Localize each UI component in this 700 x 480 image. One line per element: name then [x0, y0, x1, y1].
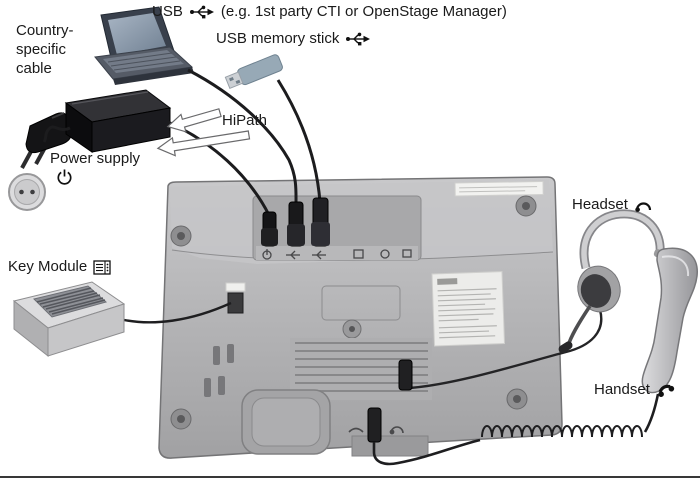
top-sticker	[454, 180, 544, 197]
usb-icon	[189, 4, 215, 20]
handset-cord	[367, 393, 660, 466]
usb-stick-illustration	[224, 54, 283, 90]
handset-label: Handset	[594, 381, 650, 398]
power-supply-label: Power supply	[50, 150, 141, 167]
handset-label-row: Handset	[594, 381, 676, 400]
usb-label-row: USB (e.g. 1st party CTI or OpenStage Man…	[152, 3, 507, 22]
handset-illustration	[641, 247, 698, 394]
jack-icons	[348, 426, 404, 435]
headset-label: Headset	[572, 196, 628, 213]
country-cable-label: Country-specific cable	[16, 22, 74, 77]
key-module-illustration	[12, 281, 232, 358]
usb-note: (e.g. 1st party CTI or OpenStage Manager…	[220, 3, 507, 20]
phone-back-illustration	[158, 176, 563, 459]
headset-illustration	[398, 209, 667, 391]
handset-icon	[656, 382, 676, 399]
screw-recesses	[170, 195, 537, 430]
usb-icon	[345, 31, 371, 47]
hipath-label: HiPath	[222, 112, 268, 129]
port-icons-row	[262, 249, 412, 260]
mains-cord	[42, 125, 71, 143]
usb-label: USB	[152, 3, 183, 20]
port-plugs	[261, 197, 330, 247]
usb-cti-cable	[187, 68, 298, 207]
headset-icon	[634, 197, 653, 213]
usb-stick-label-row: USB memory stick	[216, 30, 371, 49]
power-plug-illustration	[20, 112, 78, 169]
product-sticker	[431, 271, 505, 347]
key-module-icon	[93, 260, 111, 275]
stand-foot	[241, 389, 331, 455]
headset-label-row: Headset	[572, 196, 653, 215]
laptop-illustration	[94, 6, 194, 85]
usb-stick-cable	[276, 79, 322, 203]
mount-slots	[204, 344, 234, 397]
key-module-label-row: Key Module	[8, 258, 111, 277]
wall-outlet-illustration	[8, 173, 46, 211]
usb-memory-stick-label: USB memory stick	[216, 30, 340, 47]
hipath-arrows	[156, 108, 251, 157]
key-module-label: Key Module	[8, 258, 88, 275]
power-supply-illustration	[64, 89, 172, 153]
power-icon	[56, 168, 73, 185]
